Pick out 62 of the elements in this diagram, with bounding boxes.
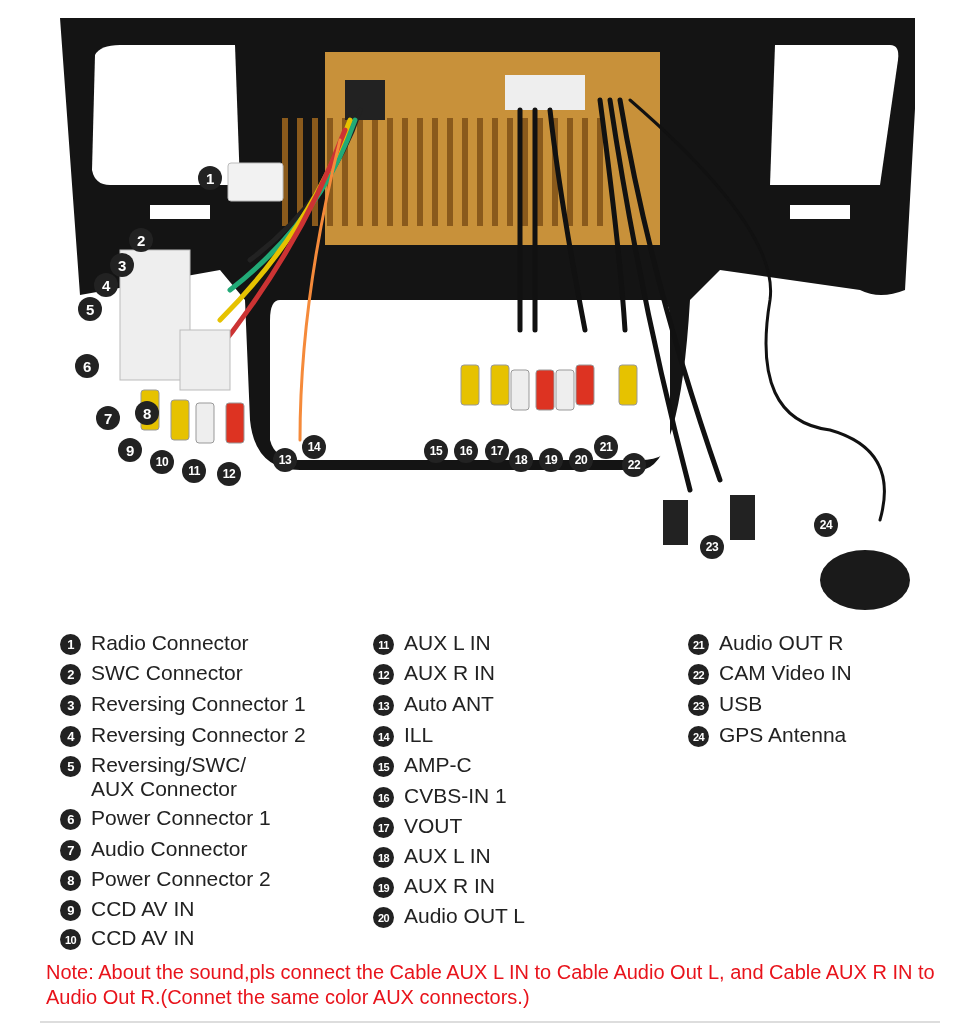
- list-number: 23: [688, 695, 709, 716]
- list-number: 18: [373, 847, 394, 868]
- legend-item-text: Auto ANT: [404, 692, 495, 716]
- legend-item-text: Audio OUT R: [719, 631, 845, 655]
- callout-number: 10: [150, 450, 174, 474]
- list-number: 3: [60, 695, 81, 716]
- callout-number: 23: [700, 535, 724, 559]
- list-number: 24: [688, 726, 709, 747]
- list-number: 7: [60, 840, 81, 861]
- list-number: 9: [60, 900, 81, 921]
- list-number: 8: [60, 870, 81, 891]
- list-number: 13: [373, 695, 394, 716]
- legend-item-text: AUX L IN: [404, 631, 492, 655]
- list-number: 15: [373, 756, 394, 777]
- legend-item-text: Radio Connector: [91, 631, 250, 655]
- legend-item-text: CAM Video IN: [719, 661, 853, 685]
- list-number: 5: [60, 756, 81, 777]
- legend-item-text: CCD AV IN: [91, 926, 196, 950]
- callout-number: 12: [217, 462, 241, 486]
- legend-item-text: GPS Antenna: [719, 723, 848, 747]
- list-number: 14: [373, 726, 394, 747]
- list-number: 4: [60, 726, 81, 747]
- list-number: 17: [373, 817, 394, 838]
- legend-item-text: Reversing Connector 2: [91, 723, 307, 747]
- callout-number: 9: [118, 438, 142, 462]
- legend-item-text: Audio OUT L: [404, 904, 526, 928]
- legend-item-text: Reversing/SWC/ AUX Connector: [91, 753, 248, 801]
- callout-number: 24: [814, 513, 838, 537]
- legend-item-text: USB: [719, 692, 764, 716]
- legend-item-text: ILL: [404, 723, 435, 747]
- list-number: 6: [60, 809, 81, 830]
- legend-item-text: SWC Connector: [91, 661, 244, 685]
- list-number: 22: [688, 664, 709, 685]
- legend-item-text: CVBS-IN 1: [404, 784, 508, 808]
- note-text: Note: About the sound,pls connect the Cable AUX L IN to Cable Audio Out L, and Cable AUX R IN to Audio Out R.(Connet the same color AUX connectors.): [46, 960, 936, 1010]
- callout-number: 5: [78, 297, 102, 321]
- list-number: 20: [373, 907, 394, 928]
- list-number: 12: [373, 664, 394, 685]
- legend-item-text: AUX R IN: [404, 661, 496, 685]
- list-number: 1: [60, 634, 81, 655]
- callout-number: 13: [273, 448, 297, 472]
- list-number: 11: [373, 634, 394, 655]
- list-number: 2: [60, 664, 81, 685]
- list-number: 10: [60, 929, 81, 950]
- legend-item-text: Power Connector 2: [91, 867, 272, 891]
- callout-number: 11: [182, 459, 206, 483]
- list-number: 16: [373, 787, 394, 808]
- list-number: 19: [373, 877, 394, 898]
- legend-item-text: Reversing Connector 1: [91, 692, 307, 716]
- callout-number: 22: [622, 453, 646, 477]
- legend-item-text: AUX R IN: [404, 874, 496, 898]
- callout-number: 6: [75, 354, 99, 378]
- callout-number: 8: [135, 401, 159, 425]
- legend-item-text: AMP-C: [404, 753, 473, 777]
- callout-number: 7: [96, 406, 120, 430]
- callout-number: 4: [94, 273, 118, 297]
- legend-item-text: Power Connector 1: [91, 806, 272, 830]
- legend-item-text: Audio Connector: [91, 837, 249, 861]
- list-number: 21: [688, 634, 709, 655]
- legend-item-text: CCD AV IN: [91, 897, 196, 921]
- legend-item-text: VOUT: [404, 814, 464, 838]
- legend-item-text: AUX L IN: [404, 844, 492, 868]
